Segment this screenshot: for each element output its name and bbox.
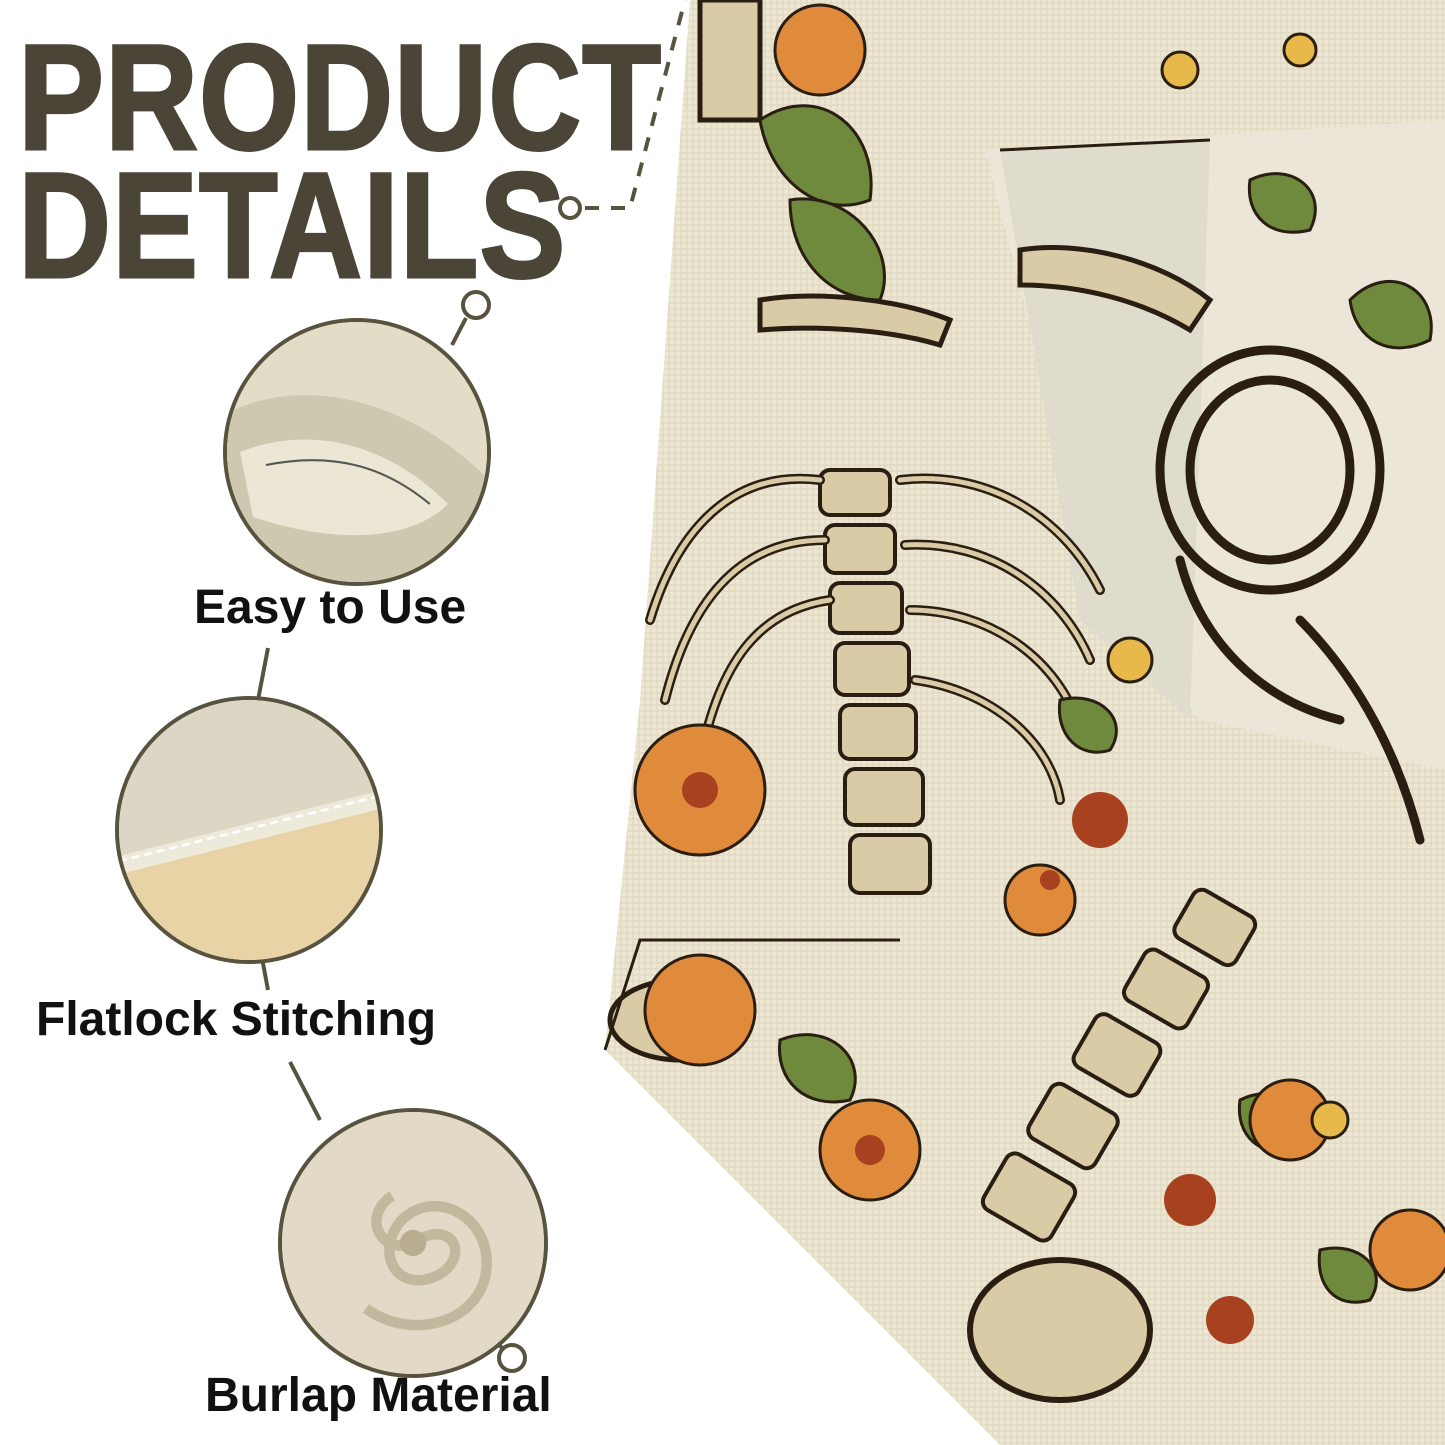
heading-line-1: PRODUCT (17, 13, 663, 181)
stitched-edge-icon (119, 700, 379, 960)
feature-image-twisted-fabric (278, 1108, 548, 1378)
spine-left (818, 468, 932, 895)
feature-label-3: Burlap Material (205, 1369, 552, 1422)
twisted-fabric-icon (282, 1112, 544, 1374)
folded-hem-icon (227, 322, 487, 582)
heading-line-2: DETAILS (17, 141, 567, 309)
feature-label-2: Flatlock Stitching (36, 993, 437, 1046)
feature-label-1: Easy to Use (194, 581, 467, 634)
feature-image-folded-hem (223, 318, 491, 586)
feature-image-stitched-edge (115, 696, 383, 964)
heading-callout-dot (558, 196, 582, 220)
ribs-right (1155, 345, 1425, 845)
callout-dot-3 (497, 1343, 527, 1373)
callout-dot-1 (461, 290, 491, 320)
spine-right (980, 887, 1258, 1243)
